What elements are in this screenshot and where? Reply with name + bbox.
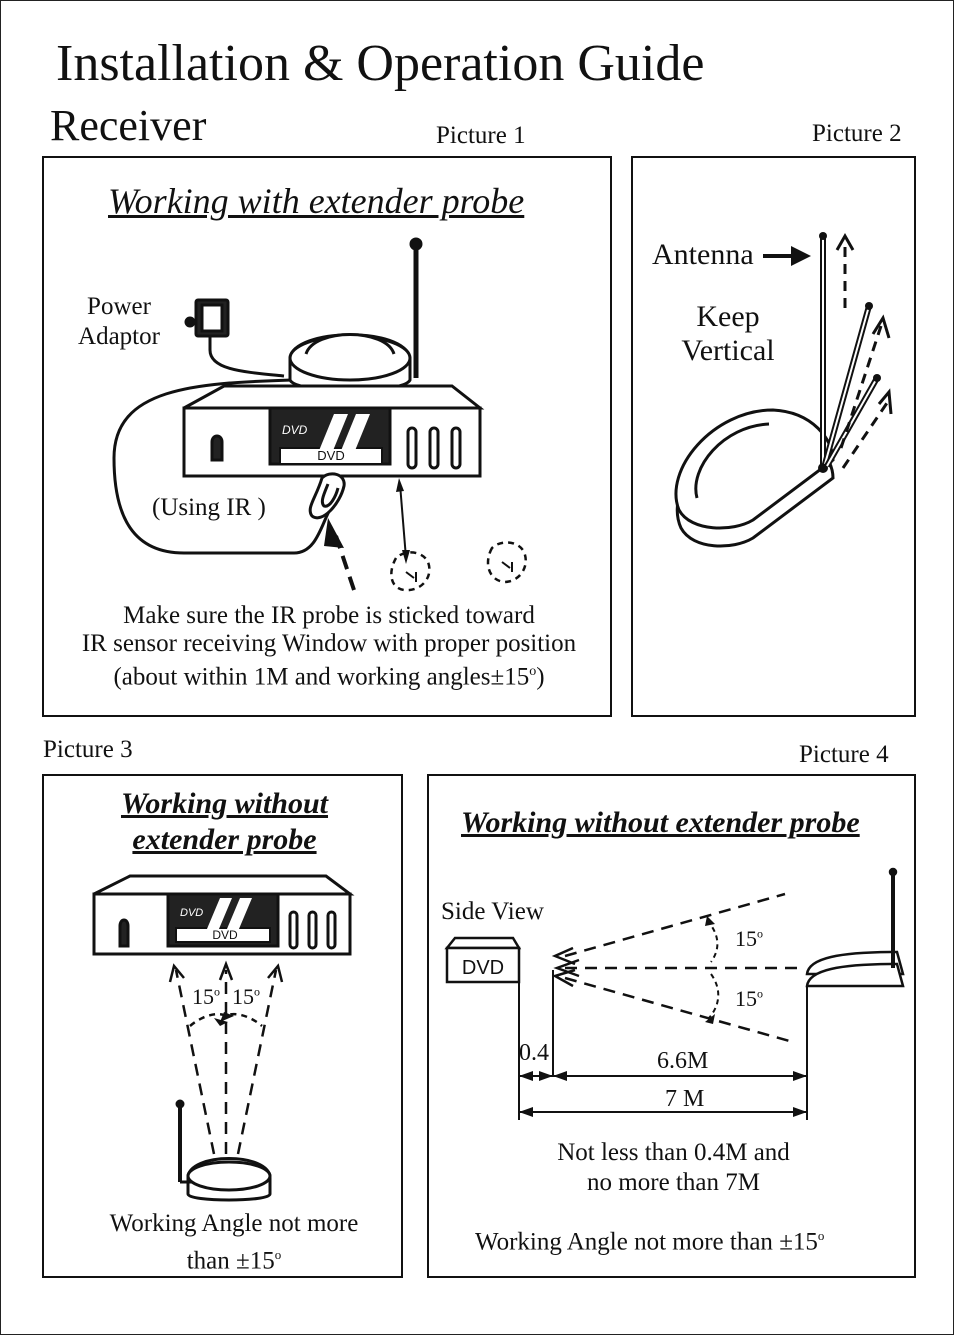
picture-4-title: Working without extender probe — [461, 806, 860, 839]
picture-2-caption: Picture 2 — [812, 120, 902, 147]
angle-right-value: 15 — [232, 984, 254, 1009]
picture-4-note-line1: Not less than 0.4M and — [557, 1139, 790, 1166]
picture-3-caption: Picture 3 — [43, 736, 133, 763]
picture-1-note-line1: Make sure the IR probe is sticked toward — [123, 602, 535, 629]
angle-bottom-label: 15o — [735, 986, 763, 1012]
angle-top-label: 15o — [735, 926, 763, 952]
keep-vertical-line2: Vertical — [681, 334, 775, 367]
picture-4-angle-note-value: ±15 — [779, 1228, 818, 1256]
picture-1-caption: Picture 1 — [436, 122, 526, 149]
picture-4-caption: Picture 4 — [799, 741, 889, 768]
receiver-icon — [175, 1099, 272, 1202]
ir-beam-lines — [174, 969, 278, 1155]
dvd-label-text: DVD — [212, 928, 238, 942]
using-ir-label: (Using IR ) — [152, 494, 266, 521]
picture-3-note-line2: than ±15o — [44, 1239, 424, 1276]
side-view-label: Side View — [441, 898, 544, 925]
picture-1-panel: Working with extender probe Power Adapto… — [42, 156, 612, 717]
page-title: Installation & Operation Guide — [56, 35, 705, 92]
picture-4-angle-note: Working Angle not more than ±15o — [475, 1228, 824, 1256]
picture-1-note-line3: (about within 1M and working angles±15o) — [44, 658, 614, 691]
dvd-label-text: DVD — [317, 448, 344, 463]
dvd-player-icon — [182, 384, 485, 478]
section-heading: Receiver — [50, 101, 207, 150]
picture-3-title: Working without extender probe — [44, 786, 405, 858]
picture-1-note: Make sure the IR probe is sticked toward… — [44, 602, 614, 691]
angle-top-value: 15 — [735, 926, 757, 951]
picture-1-note-line3-suffix: ) — [536, 663, 545, 691]
min-distance-label: 0.4 — [519, 1040, 549, 1066]
angle-right-label: 15o — [232, 984, 260, 1010]
degree-right: o — [254, 984, 260, 999]
picture-3-note-line1: Working Angle not more — [109, 1210, 359, 1237]
power-adaptor-label-line2: Adaptor — [78, 323, 160, 350]
power-adaptor-label: Power Adaptor — [64, 292, 174, 352]
angle-left-value: 15 — [192, 984, 214, 1009]
power-adaptor-label-line1: Power — [87, 293, 151, 320]
dvd-player-side-icon — [444, 936, 522, 984]
picture-4-angle-note-prefix: Working Angle not more than — [475, 1228, 780, 1256]
distance-dimension-lines — [518, 970, 808, 1120]
alt-probe-position-icon — [390, 541, 527, 592]
picture-2-panel: Antenna Keep Vertical — [631, 156, 916, 717]
mid-distance-label: 6.6M — [657, 1048, 709, 1074]
picture-3-note-prefix: than — [186, 1247, 237, 1275]
picture-4-note-line2: no more than 7M — [587, 1169, 760, 1196]
picture-2-illustration — [674, 232, 893, 548]
picture-1-note-angle: ±15 — [490, 663, 530, 691]
picture-4-degree: o — [817, 1228, 825, 1243]
dvd-logo-text: DVD — [180, 907, 203, 919]
dvd-player-icon — [92, 874, 355, 956]
degree-top: o — [757, 926, 763, 941]
picture-3-note-angle: ±15 — [236, 1247, 275, 1275]
receiver-side-icon — [805, 867, 905, 988]
picture-3-note: Working Angle not more than ±15o — [44, 1208, 424, 1276]
picture-4-illustration: DVD — [444, 867, 905, 1120]
picture-1-illustration: DVD DVD — [112, 237, 527, 592]
degree-left: o — [214, 984, 220, 999]
picture-1-note-line3-prefix: (about within 1M and working angles — [113, 663, 491, 691]
picture-3-panel: Working without extender probe DVD DVD — [42, 774, 403, 1278]
picture-1-note-line2: IR sensor receiving Window with proper p… — [81, 630, 577, 657]
picture-3-degree: o — [274, 1247, 282, 1262]
receiver-icon — [674, 408, 835, 548]
picture-3-illustration: DVD DVD — [92, 874, 355, 1202]
total-distance-label: 7 M — [665, 1086, 705, 1112]
angle-left-label: 15o — [192, 984, 220, 1010]
picture-3-title-line1: Working without — [120, 787, 329, 820]
picture-1-degree: o — [529, 664, 537, 679]
picture-4-note: Not less than 0.4M and no more than 7M — [429, 1138, 918, 1198]
keep-vertical-line1: Keep — [696, 300, 760, 333]
receiver-icon — [288, 237, 423, 392]
ir-beam-lines — [564, 892, 805, 1044]
power-adaptor-icon — [184, 298, 230, 350]
picture-1-title: Working with extender probe — [108, 181, 525, 221]
picture-4-panel: Working without extender probe Side View… — [427, 774, 916, 1278]
degree-bottom: o — [757, 986, 763, 1001]
picture-3-title-line2: extender probe — [132, 823, 317, 856]
dvd-side-label: DVD — [462, 957, 504, 979]
angle-bottom-value: 15 — [735, 986, 757, 1011]
arrow-right-icon — [791, 246, 811, 266]
ir-probe-icon — [308, 472, 346, 520]
antenna-label: Antenna — [652, 238, 754, 271]
keep-vertical-label: Keep Vertical — [653, 300, 803, 368]
dvd-logo-text: DVD — [282, 423, 308, 437]
